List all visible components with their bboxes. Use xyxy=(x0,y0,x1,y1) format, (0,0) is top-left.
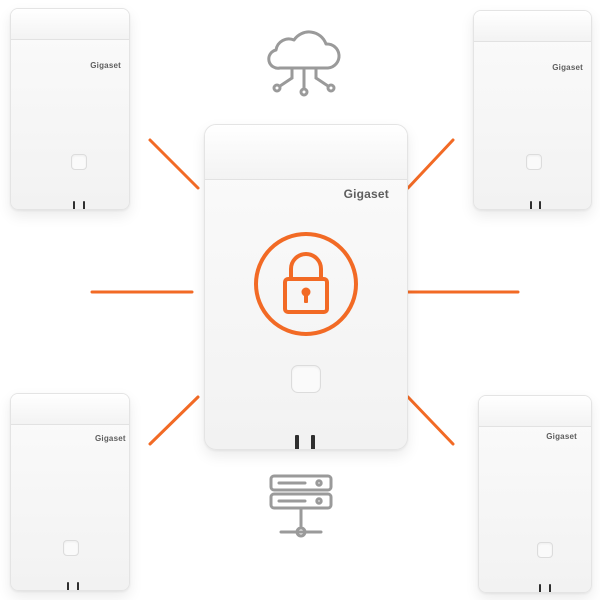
device-button xyxy=(71,154,87,170)
cloud-network-icon xyxy=(267,30,341,97)
device-slot xyxy=(530,201,532,209)
base-station-bottom-right: Gigaset xyxy=(478,395,592,593)
device-top-band xyxy=(474,11,591,42)
device-button xyxy=(291,365,321,393)
base-station-bottom-left: Gigaset xyxy=(10,393,130,591)
device-top-band xyxy=(479,396,591,427)
padlock-icon xyxy=(254,232,358,336)
device-slot xyxy=(549,584,551,592)
brand-label: Gigaset xyxy=(552,63,583,72)
device-button xyxy=(537,542,553,558)
device-slot xyxy=(67,582,69,590)
connector-top-left xyxy=(148,138,200,190)
base-station-top-left: Gigaset xyxy=(10,8,130,210)
device-slot xyxy=(539,201,541,209)
device-slot xyxy=(77,582,79,590)
device-top-band xyxy=(11,9,129,40)
device-slot xyxy=(311,435,315,449)
server-stack-icon xyxy=(269,474,333,538)
base-station-center: Gigaset xyxy=(204,124,408,450)
device-button xyxy=(526,154,542,170)
brand-label: Gigaset xyxy=(546,432,577,441)
device-top-band xyxy=(11,394,129,425)
base-station-top-right: Gigaset xyxy=(473,10,592,210)
connector-bottom-right xyxy=(406,395,455,446)
device-button xyxy=(63,540,79,556)
device-slot xyxy=(295,435,299,449)
connector-top-right xyxy=(406,138,455,190)
brand-label: Gigaset xyxy=(90,61,121,70)
brand-label: Gigaset xyxy=(95,434,126,443)
brand-label: Gigaset xyxy=(343,187,389,201)
device-top-band xyxy=(205,125,407,180)
connector-bottom-left xyxy=(148,395,200,446)
device-slot xyxy=(539,584,541,592)
device-slot xyxy=(83,201,85,209)
device-slot xyxy=(73,201,75,209)
